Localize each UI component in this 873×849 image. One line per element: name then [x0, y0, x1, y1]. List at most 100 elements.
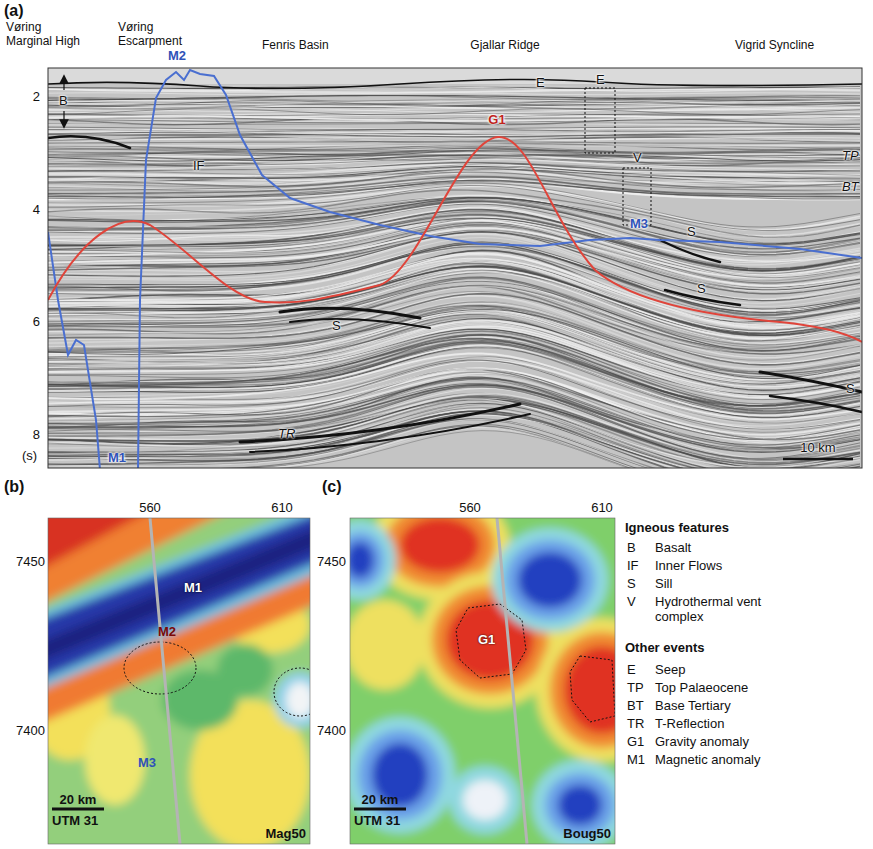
gravity-map [350, 518, 615, 844]
seismic-reflector [48, 339, 860, 412]
figure-label: 7400 [16, 723, 45, 738]
seismic-reflector [48, 195, 860, 238]
seismic-reflector [48, 116, 860, 121]
figure-label: Gravity anomaly [655, 734, 749, 749]
seismic-reflector [48, 385, 860, 458]
figure-label: Mag50 [266, 826, 306, 841]
seismic-reflector [48, 342, 860, 409]
seismic-reflector [48, 232, 860, 294]
figure-label: Igneous features [625, 520, 729, 535]
figure-label: B [59, 93, 68, 108]
seismic-reflector [48, 93, 860, 95]
magnetic-map [48, 518, 310, 844]
figure-label: IF [627, 558, 639, 573]
figure-label: 2 [33, 89, 40, 104]
figure-label: E [627, 662, 636, 677]
seismic-reflector [48, 101, 860, 103]
seismic-reflector [48, 228, 860, 289]
figure-label: G1 [488, 112, 505, 127]
figure-label: T-Reflection [655, 716, 724, 731]
seismic-reflector [48, 420, 860, 469]
seismic-reflector [48, 219, 860, 278]
figure-label: IF [193, 158, 205, 173]
seismic-reflector [48, 429, 860, 468]
seismic-reflector [48, 361, 860, 433]
figure-label: M3 [138, 755, 156, 770]
figure-label: 10 km [800, 440, 835, 455]
figure-label: Gjallar Ridge [470, 38, 539, 52]
figure-label: G1 [478, 632, 495, 647]
seismic-reflector [48, 202, 860, 255]
figure-label: M1 [108, 450, 126, 465]
figure-label: 610 [591, 500, 613, 515]
figure-label: Sill [655, 576, 672, 591]
seismic-reflector [48, 232, 860, 301]
seismic-reflector [48, 149, 860, 153]
figure-label: 560 [459, 500, 481, 515]
figure-label: TP [627, 680, 644, 695]
seismic-reflector [48, 185, 860, 230]
seismic-reflector [48, 177, 860, 194]
figure-label: V [633, 150, 642, 165]
figure-label: TR [627, 716, 644, 731]
figure-label: E [536, 75, 545, 90]
figure-label: (b) [4, 478, 24, 496]
seismic-reflector [48, 104, 860, 110]
figure-label: TR [278, 426, 295, 441]
seismic-reflector [48, 310, 860, 380]
figure-label: S [697, 281, 706, 296]
figure-label: Vøring Marginal High [6, 20, 88, 48]
figure-label: M2 [168, 48, 186, 63]
figure-label: 6 [33, 314, 40, 329]
seismic-reflector [48, 309, 860, 378]
figure-label: (c) [322, 478, 342, 496]
seismic-reflector [48, 279, 860, 348]
figure-label: G1 [627, 734, 644, 749]
figure-label: Boug50 [563, 826, 611, 841]
seismic-reflector [48, 145, 860, 146]
seismic-reflector [48, 142, 860, 144]
seismic-reflector [48, 97, 860, 102]
figure-label: S [332, 318, 341, 333]
figure-label: UTM 31 [52, 813, 98, 828]
figure-label: Vigrid Syncline [735, 38, 814, 52]
figure-label: 7450 [317, 554, 346, 569]
figure-label: Hydrothermal vent complex [655, 594, 785, 624]
figure-label: Magnetic anomaly [655, 752, 761, 767]
figure-label: S [687, 224, 696, 239]
figure-label: S [846, 381, 855, 396]
figure-label: Base Tertiary [655, 698, 731, 713]
seismic-reflector [48, 379, 860, 446]
seismic-reflector [48, 380, 860, 451]
seismic-reflector [48, 109, 860, 115]
seismic-reflector [48, 89, 860, 92]
seismic-reflector [48, 150, 860, 156]
figure-label: BT [627, 698, 644, 713]
figure-label: 610 [271, 500, 293, 515]
figure-label: 4 [33, 202, 40, 217]
seismic-reflector [48, 119, 860, 125]
figure-label: Vøring Escarpment [118, 20, 198, 48]
seismic-reflector [48, 254, 860, 327]
figure-label: M1 [627, 752, 645, 767]
figure-label: 20 km [60, 792, 97, 807]
figure-label: M3 [630, 216, 648, 231]
figure-label: S [627, 576, 636, 591]
figure-label: M1 [184, 580, 202, 595]
figure-label: 20 km [362, 792, 399, 807]
figure-label: E [596, 72, 605, 87]
figure-label: 8 [33, 427, 40, 442]
seismic-reflector [48, 164, 860, 176]
figure-label: 560 [139, 500, 161, 515]
seismic-reflector [48, 411, 860, 468]
figure-label: 7450 [16, 554, 45, 569]
figure-label: Seep [655, 662, 685, 677]
figure-label: M2 [158, 624, 176, 639]
figure-label: V [627, 594, 636, 609]
figure-label: UTM 31 [354, 813, 400, 828]
figure-label: BT [842, 179, 859, 194]
figure-label: B [627, 540, 636, 555]
figure-label: (s) [22, 448, 37, 463]
